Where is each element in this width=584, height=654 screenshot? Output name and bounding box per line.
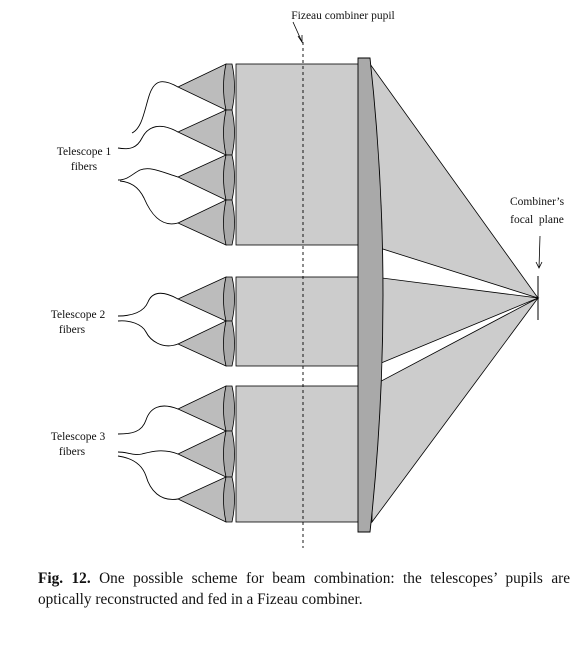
beam-combination-diagram: Fizeau combiner pupil Combiner’s focal p…: [51, 10, 565, 548]
fiber-t3-3: [117, 455, 179, 500]
lens-t2-2: [223, 320, 235, 367]
cone-t1-3: [177, 154, 227, 201]
cone-t3-2: [177, 430, 227, 478]
fiber-t1-4: [119, 180, 179, 225]
caption-text: One possible scheme for beam combination…: [38, 570, 571, 608]
lens-t3-2: [223, 430, 235, 478]
cone-t1-2: [177, 109, 227, 156]
fiber-t3-2: [117, 450, 179, 455]
fiber-t1-2: [117, 125, 179, 150]
focal-pointer-head: [535, 261, 543, 269]
lens-t1-3: [223, 154, 235, 201]
combiner-lens: [357, 57, 384, 533]
collimated-beam-1: [235, 63, 361, 246]
fiber-t3-1: [117, 405, 179, 435]
lens-t3-1: [223, 385, 235, 432]
focal-pointer-arrow: [538, 235, 541, 269]
collimated-beams: [235, 63, 361, 523]
lens-t1-2: [223, 109, 235, 156]
collimating-lenses: [223, 63, 235, 523]
cone-t2-1: [177, 276, 227, 322]
collimated-beam-3: [235, 385, 361, 523]
lens-t1-1: [223, 63, 235, 111]
cone-t3-3: [177, 476, 227, 523]
fiber-t1-1: [131, 81, 179, 134]
telescope-2-sublabel: fibers: [59, 324, 86, 336]
caption-label: Fig. 12.: [38, 570, 91, 587]
pupil-pointer-arrow: [292, 21, 303, 43]
fiber-t2-2: [117, 320, 179, 347]
fiber-t2-1: [117, 292, 179, 317]
telescope-1-label: Telescope 1: [57, 146, 112, 158]
focal-label-line2: focal plane: [510, 214, 564, 226]
cone-t2-2: [177, 320, 227, 367]
telescope-3-sublabel: fibers: [59, 446, 86, 458]
cone-t1-4: [177, 199, 227, 246]
fibers: [117, 81, 179, 500]
pupil-pointer-head: [297, 35, 303, 44]
telescope-2-label: Telescope 2: [51, 309, 106, 321]
fiber-cones: [177, 63, 227, 523]
lens-t1-4: [223, 199, 235, 246]
converging-beams: [369, 62, 540, 524]
focal-label-line1: Combiner’s: [510, 196, 565, 208]
cone-t1-1: [177, 63, 227, 111]
lens-t3-3: [223, 476, 235, 523]
pupil-label: Fizeau combiner pupil: [291, 10, 394, 22]
cone-t3-1: [177, 385, 227, 432]
figure-caption: Fig. 12. One possible scheme for beam co…: [38, 568, 570, 610]
lens-t2-1: [223, 276, 235, 322]
beam-to-focus-1: [369, 62, 540, 299]
fiber-t1-3: [117, 168, 179, 181]
collimated-beam-2: [235, 276, 361, 367]
telescope-1-sublabel: fibers: [71, 161, 98, 173]
telescope-3-label: Telescope 3: [51, 431, 106, 443]
